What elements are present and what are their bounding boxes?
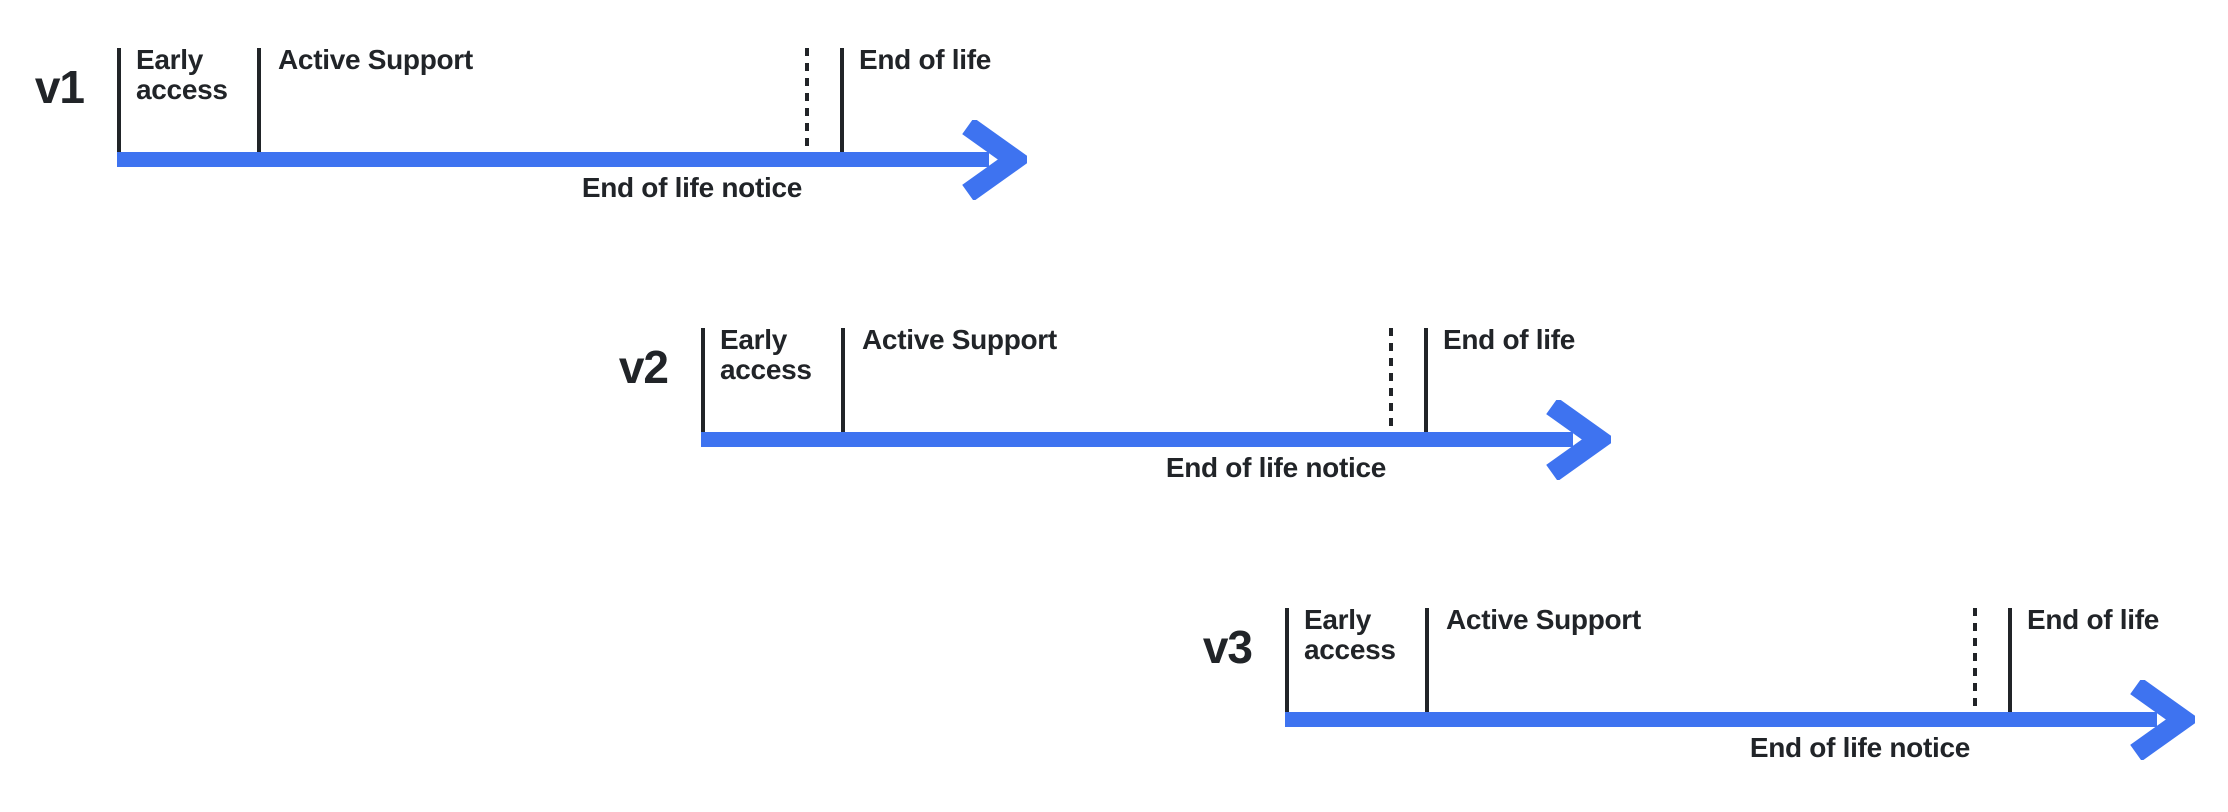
timeline-arrow [701, 400, 1611, 480]
phase-label-active-support: Active Support [278, 44, 473, 75]
timeline-arrow [117, 120, 1027, 200]
timeline-arrow [1285, 680, 2195, 760]
end-of-life-tick [840, 48, 844, 152]
active-support-start-tick [1425, 608, 1429, 712]
arrowhead-icon [962, 120, 1027, 200]
eol-notice-label: End of life notice [1165, 452, 1386, 483]
end-of-life-tick [2008, 608, 2012, 712]
eol-notice-dashed-line [1389, 328, 1393, 428]
phase-label-active-support: Active Support [862, 324, 1057, 355]
eol-notice-label: End of life notice [581, 172, 802, 203]
end-of-life-tick [1424, 328, 1428, 432]
early-access-start-tick [1285, 608, 1289, 712]
eol-notice-dashed-line [1973, 608, 1977, 708]
early-access-start-tick [701, 328, 705, 432]
phase-label-active-support: Active Support [1446, 604, 1641, 635]
version-label: v2 [618, 341, 669, 393]
active-support-start-tick [841, 328, 845, 432]
version-label: v1 [34, 61, 85, 113]
timeline-v1: v1 Early access Active Support End of li… [0, 0, 1060, 240]
arrowhead-icon [2130, 680, 2195, 760]
phase-label-end-of-life: End of life [859, 44, 992, 75]
active-support-start-tick [257, 48, 261, 152]
early-access-start-tick [117, 48, 121, 152]
phase-label-end-of-life: End of life [1443, 324, 1576, 355]
version-label: v3 [1202, 621, 1253, 673]
phase-label-early-access: Early access [1304, 604, 1396, 665]
phase-label-early-access: Early access [136, 44, 228, 105]
timeline-v3: v3 Early access Active Support End of li… [1168, 560, 2228, 800]
arrowhead-icon [1546, 400, 1611, 480]
phase-label-end-of-life: End of life [2027, 604, 2160, 635]
eol-notice-label: End of life notice [1749, 732, 1970, 763]
phase-label-early-access: Early access [720, 324, 812, 385]
eol-notice-dashed-line [805, 48, 809, 148]
timeline-v2: v2 Early access Active Support End of li… [584, 280, 1644, 520]
